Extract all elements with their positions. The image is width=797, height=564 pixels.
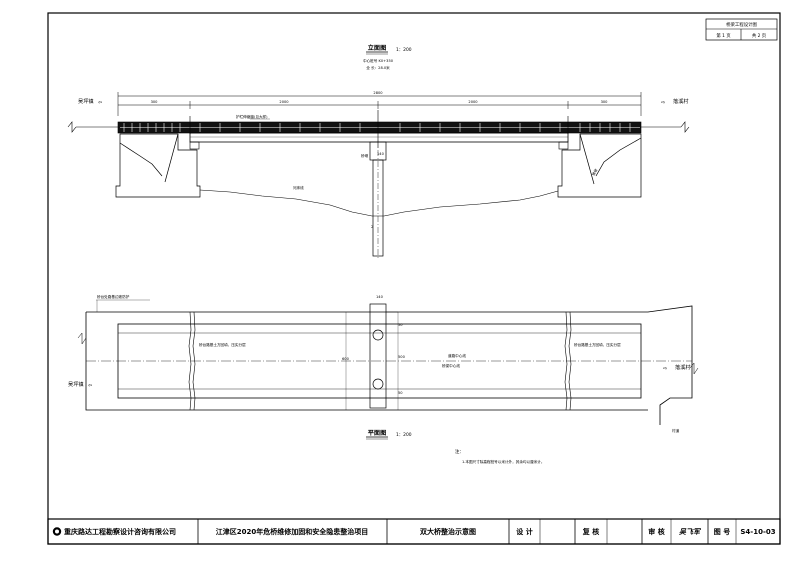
- pile-1: [372, 329, 384, 341]
- plan-dir-right: 落溪村: [675, 363, 691, 371]
- plan-scale: 1：200: [396, 432, 412, 438]
- elevation-dir-left: 吴坪镇: [78, 97, 94, 105]
- total-dimension: 2800: [373, 91, 383, 95]
- pier-note: 桥墩: [361, 153, 369, 158]
- drawing-no-label: 图 号: [714, 527, 730, 536]
- elevation-view: 立面图 1：200 中心桩号 K0+350 全 长：28.0米 2800 300…: [67, 44, 690, 260]
- railing-note: 护栏伸缩缝(见大样): [236, 114, 268, 119]
- plan-dir-left: 吴坪镇: [68, 380, 84, 388]
- plan-top-width: 140: [376, 295, 384, 299]
- elevation-title: 立面图: [368, 44, 387, 52]
- arrow-left-icon: ⇦: [98, 100, 102, 106]
- pier-width: 140: [377, 152, 385, 156]
- title-block: 重庆路达工程勘察设计咨询有限公司 江津区2020年危桥维修加固和安全隐患整治项目…: [47, 518, 781, 545]
- full-length: 全 长：28.0米: [366, 65, 390, 70]
- plan-arrow-left-icon: ⇦: [88, 383, 92, 389]
- elevation-scale: 1：200: [396, 47, 412, 53]
- plan-note-center2: 桥梁中心线: [442, 363, 460, 368]
- slope-note: 锥坡: [591, 167, 599, 176]
- span-dim-1: 300: [151, 100, 159, 104]
- span-dim-4: 300: [601, 100, 609, 104]
- plan-note-center1: 道路中心线: [448, 353, 466, 358]
- sheet-stamp: 桥梁工程设计图 第 1 页 共 2 页: [705, 18, 778, 41]
- notes-line1: 1.本图尺寸除高程桩号以米计外，其余均以厘米计。: [462, 459, 545, 464]
- span-dim-3: 2000: [468, 100, 478, 104]
- pile-2: [372, 378, 384, 390]
- company-name: 重庆路达工程勘察设计咨询有限公司: [64, 527, 176, 536]
- drawing-name: 双大桥整治示意图: [420, 527, 476, 536]
- pier: [369, 141, 387, 260]
- pier-depth: 2: [371, 225, 373, 229]
- plan-dim-total: 600: [342, 357, 350, 361]
- drawing-no: S4-10-03: [740, 528, 775, 536]
- left-abutment: [115, 133, 201, 198]
- bed-note: 河床线: [293, 185, 304, 190]
- elevation-dir-right: 落溪村: [673, 97, 689, 105]
- span-dim-2: 2000: [279, 100, 289, 104]
- plan-arrow-right-icon: ⇨: [663, 366, 668, 372]
- stamp-sheet-no: 第 1 页: [716, 32, 731, 39]
- design-label: 设 计: [516, 527, 532, 536]
- plan-title: 平面图: [368, 429, 387, 437]
- stamp-total: 共 2 页: [752, 32, 767, 39]
- project-name: 江津区2020年危桥维修加固和安全隐患整治项目: [216, 527, 368, 536]
- plan-view: 桥台处路基边坡防护 140 50 500 50 600 道路中心线 桥梁: [68, 294, 699, 440]
- center-stake: 中心桩号 K0+350: [363, 58, 394, 63]
- plan-dim-a: 50: [398, 323, 403, 327]
- river-bed-line: [199, 189, 559, 217]
- plan-dim-b: 500: [398, 355, 406, 359]
- notes: 注： 1.本图尺寸除高程桩号以米计外，其余均以厘米计。: [455, 448, 545, 464]
- plan-dim-c: 50: [398, 391, 403, 395]
- plan-note-right: 桥台路基土方回填，压实分层: [574, 342, 621, 347]
- plan-pier: [369, 303, 387, 409]
- plan-note-left: 桥台路基土方回填，压实分层: [199, 342, 246, 347]
- reviewer-signature: 吴飞军: [679, 528, 702, 536]
- check-label: 复 核: [582, 527, 599, 536]
- plan-road-note: 村道: [672, 428, 680, 433]
- right-abutment: [557, 133, 642, 198]
- review-label: 审 核: [648, 527, 664, 536]
- plan-topleft-note: 桥台处路基边坡防护: [97, 294, 130, 299]
- arrow-right-icon: ⇨: [661, 100, 666, 106]
- notes-title: 注：: [455, 448, 464, 455]
- stamp-title: 桥梁工程设计图: [726, 21, 757, 28]
